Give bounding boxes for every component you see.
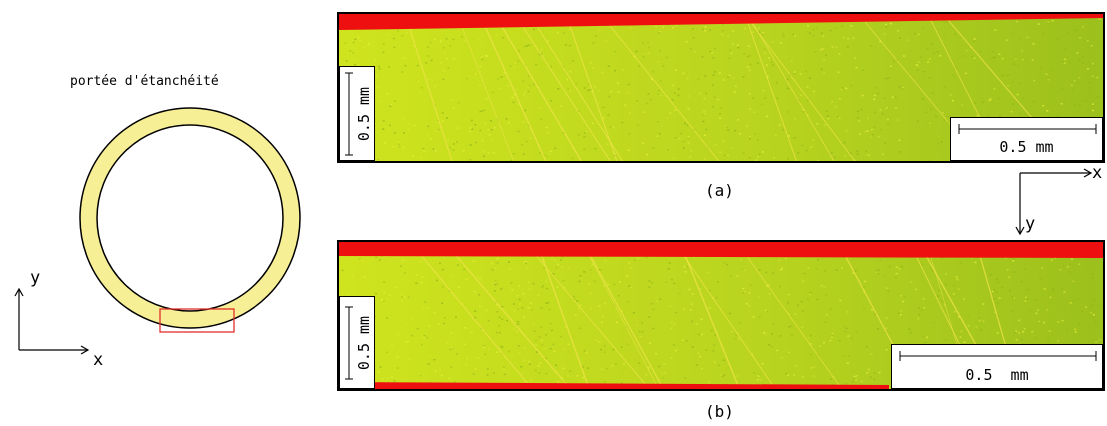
edge-region-top	[339, 242, 1103, 258]
ring-schematic	[14, 107, 301, 355]
scale-bar-vertical-b: 0.5 mm	[339, 296, 375, 389]
scale-bar-horizontal-b: 0.5 mm	[891, 344, 1103, 389]
left-axis-x-label: x	[93, 350, 104, 370]
inner-bore	[96, 124, 284, 312]
sealing-surface-title: portée d'étanchéité	[70, 74, 219, 89]
right-axis-x-label: x	[1092, 163, 1103, 183]
scale-bar-horizontal-a: 0.5 mm	[950, 117, 1103, 161]
scale-label-vertical-a: 0.5 mm	[355, 86, 373, 141]
caption-b: (b)	[705, 402, 734, 421]
scale-label-horizontal-b: 0.5 mm	[965, 366, 1029, 384]
caption-a: (a)	[705, 181, 734, 200]
right-axis-y-label: y	[1025, 214, 1036, 234]
scale-label-vertical-b: 0.5 mm	[355, 315, 373, 370]
scale-label-horizontal-a: 0.5 mm	[999, 138, 1054, 156]
left-axis-y-label: y	[30, 268, 41, 288]
scale-bar-vertical-a: 0.5 mm	[339, 66, 375, 161]
edge-region-top	[339, 14, 1103, 30]
edge-region-bottom	[339, 382, 889, 389]
right-axes	[1015, 168, 1093, 236]
highlight-zone-box	[159, 308, 235, 333]
